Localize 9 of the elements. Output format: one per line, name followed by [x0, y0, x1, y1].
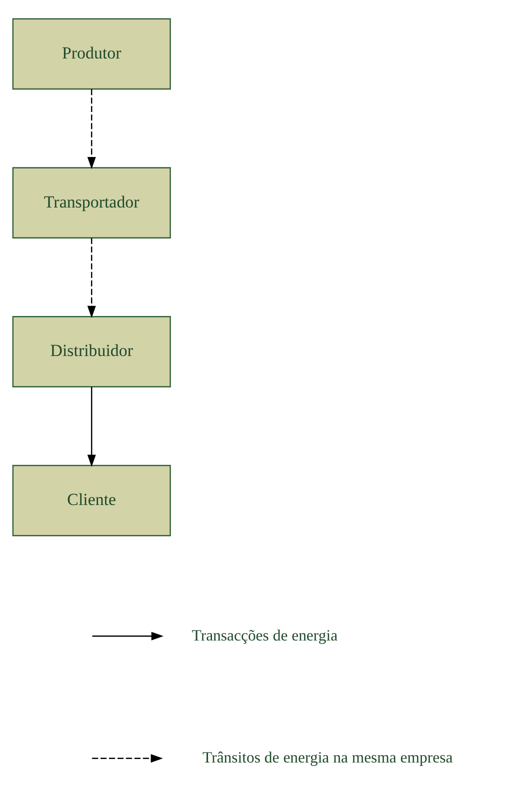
arrow — [87, 238, 96, 318]
node-box: Transportador — [12, 166, 171, 238]
node-box: Cliente — [12, 464, 171, 536]
arrow — [87, 88, 96, 169]
node-box: Produtor — [12, 18, 171, 90]
legend-label: Transacções de energia — [192, 626, 338, 644]
arrow — [87, 386, 96, 466]
node-box: Distribuidor — [12, 315, 171, 387]
legend-label: Trânsitos de energia na mesma empresa — [202, 748, 453, 766]
